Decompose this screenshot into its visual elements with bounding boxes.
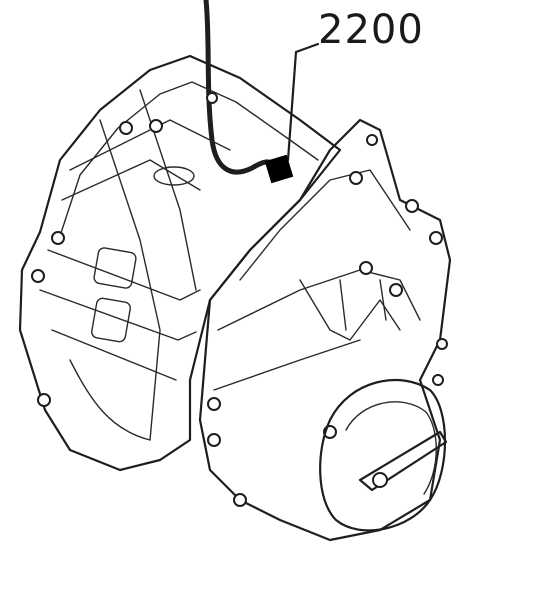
wire-harness: [203, 0, 281, 175]
callout-leader-line: [286, 42, 320, 162]
output-shaft: [358, 430, 448, 492]
main-case: [198, 118, 452, 542]
sensor-2200: [264, 154, 294, 184]
callout-label-2200: 2200: [318, 7, 424, 53]
end-cover: [319, 378, 447, 532]
